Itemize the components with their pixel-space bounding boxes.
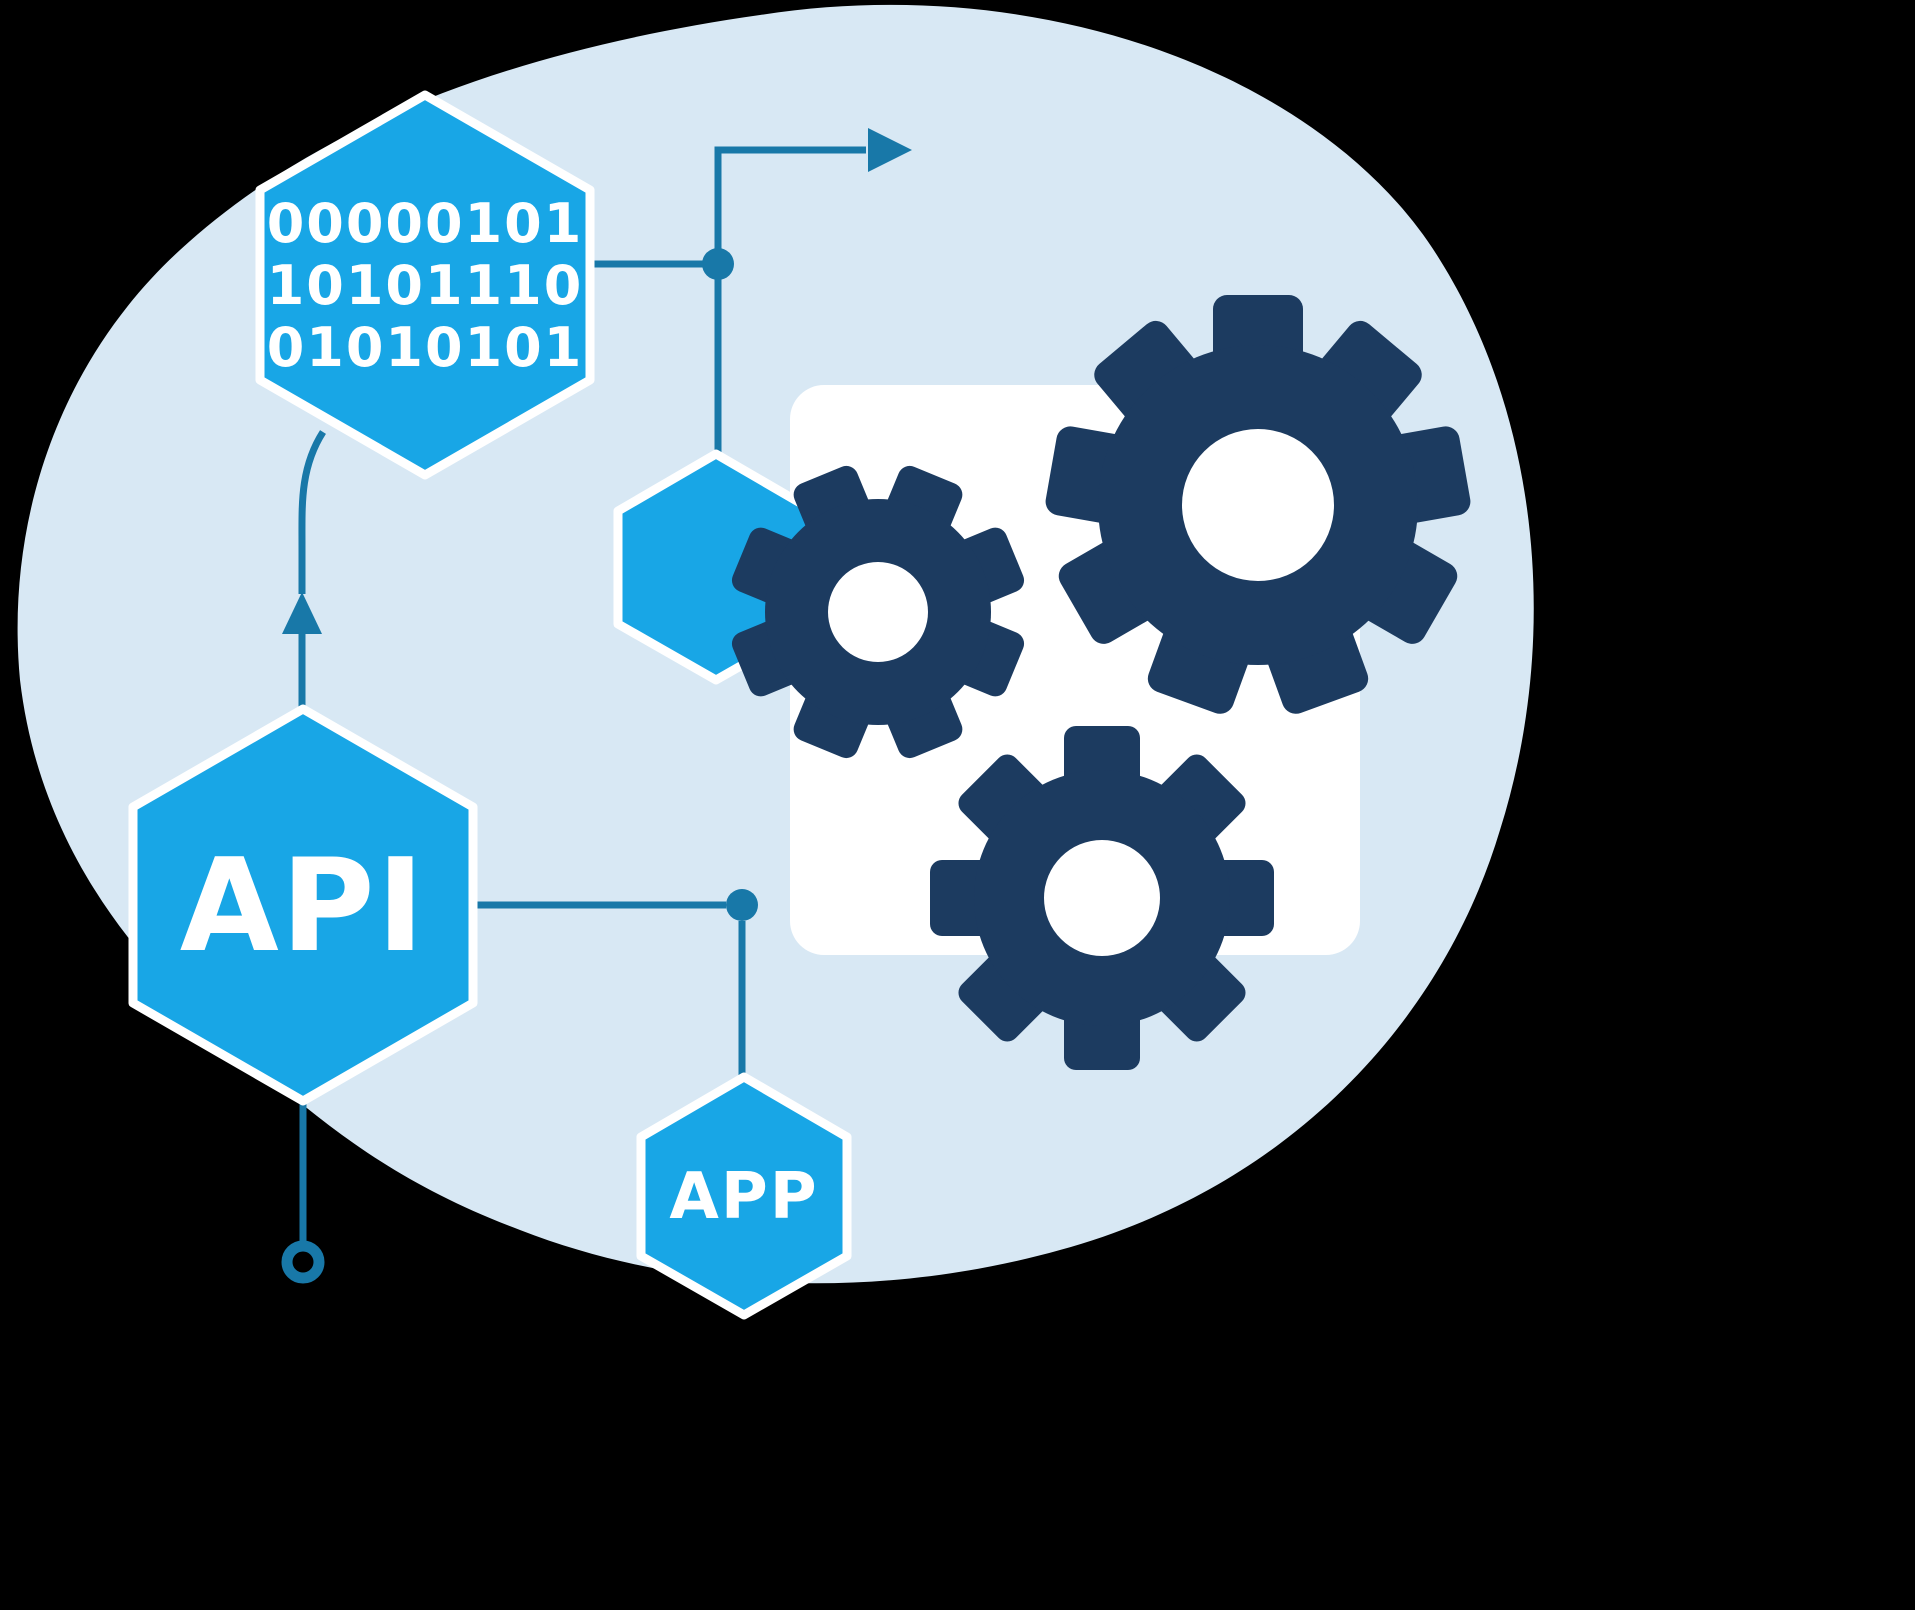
api-label: API [180, 832, 427, 981]
junction-dot-bottom [726, 889, 758, 921]
binary-text-line-2: 10101110 [267, 254, 584, 317]
arrow-up-icon [282, 592, 322, 634]
app-hexagon-shape [636, 1072, 852, 1320]
binary-hexagon-shape [255, 90, 595, 480]
app-label: APP [669, 1160, 818, 1234]
connector-lines [281, 128, 912, 1284]
api-hexagon-shape [128, 704, 478, 1106]
gear-small-hole [1044, 840, 1160, 956]
connector-binary-to-api-upper [298, 430, 326, 594]
gear-medium-icon [731, 465, 1025, 759]
app-hexagon: APP [636, 1072, 852, 1320]
gear-large-hole [1182, 429, 1334, 581]
connector-junction-up-right [714, 146, 866, 264]
api-hexagon: API [128, 704, 478, 1106]
arrow-right-icon [868, 128, 912, 172]
gear-large-icon [1045, 295, 1471, 714]
binary-hexagon: 00000101 10101110 01010101 [255, 90, 595, 480]
gear-medium-hole [828, 562, 928, 662]
junction-dot-top [702, 248, 734, 280]
gear-small-icon [930, 726, 1274, 1070]
binary-text-line-1: 00000101 [267, 192, 584, 255]
terminal-ring [281, 1240, 325, 1284]
binary-text-line-3: 01010101 [267, 316, 584, 379]
